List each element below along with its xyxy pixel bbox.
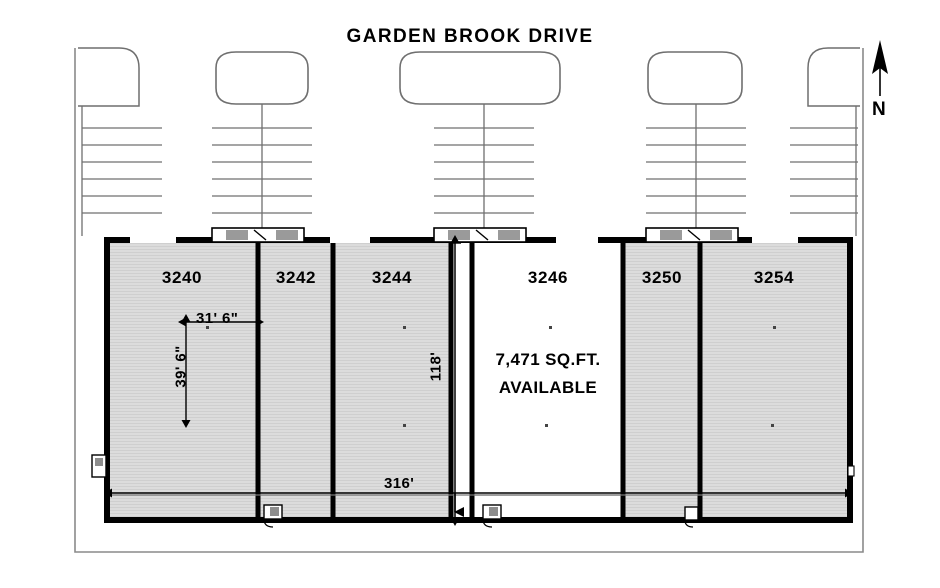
parking-island-1 [78, 47, 162, 236]
entry-vestibule-east [645, 227, 739, 243]
parking-island-2 [212, 51, 312, 236]
service-door-rear-2 [482, 504, 502, 528]
unit-label-3246: 3246 [527, 268, 569, 287]
floor-marks [206, 326, 776, 427]
parking-area [78, 47, 860, 236]
dim-bay-depth-label: 39' 6" [172, 345, 190, 388]
unit-3244-area [330, 237, 454, 523]
parking-island-5 [790, 47, 860, 236]
entry-vestibule-west [211, 227, 305, 243]
dim-bay-width-label: 31' 6" [196, 310, 239, 327]
dim-building-depth-label: 118' [427, 351, 445, 382]
building-shell [104, 237, 853, 523]
parking-island-4 [646, 51, 746, 236]
dim-building-width-label: 316' [384, 475, 415, 492]
property-boundary [74, 48, 864, 553]
street-name-label: GARDEN BROOK DRIVE [346, 26, 594, 47]
unit-label-3244: 3244 [371, 268, 413, 287]
service-door-east [847, 465, 855, 477]
service-door-rear-1 [263, 504, 283, 528]
available-status-label: AVAILABLE [498, 378, 598, 397]
dimension-lines [104, 235, 853, 526]
service-door-rear-3 [684, 506, 699, 528]
unit-label-3242: 3242 [275, 268, 317, 287]
unit-label-3250: 3250 [641, 268, 683, 287]
entry-vestibule-center [433, 227, 527, 243]
service-doors [91, 454, 855, 528]
unit-label-3240: 3240 [161, 268, 203, 287]
service-door-west [91, 454, 107, 478]
north-label: N [872, 99, 887, 120]
parking-island-3 [399, 51, 561, 236]
unit-label-3254: 3254 [753, 268, 795, 287]
storefront-entries [130, 227, 798, 243]
north-arrow-icon [872, 40, 888, 96]
unit-3246-area [469, 237, 626, 523]
available-area-label: 7,471 SQ.FT. [495, 350, 601, 369]
unit-3254-area [697, 237, 853, 523]
